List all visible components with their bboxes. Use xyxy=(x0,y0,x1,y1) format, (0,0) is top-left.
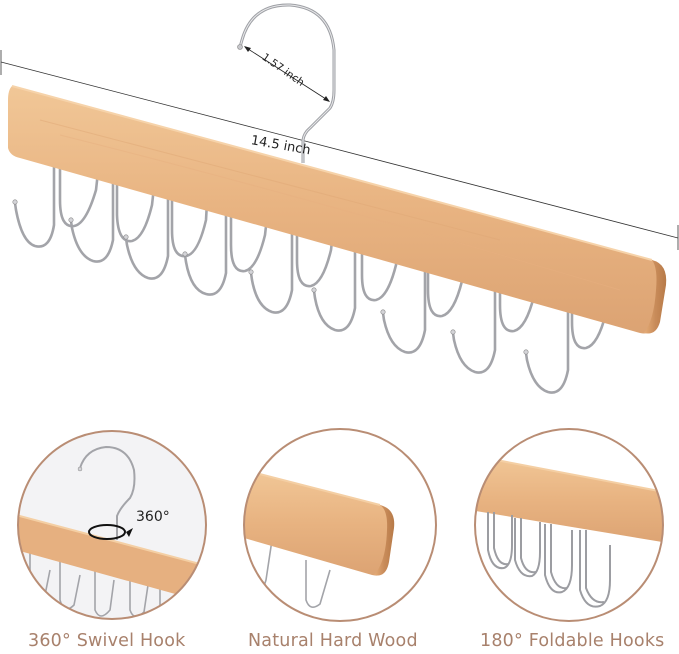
wooden-bar xyxy=(8,85,667,334)
swivel-rotation-label: 360° xyxy=(136,509,170,525)
accessory-hooks xyxy=(13,156,610,394)
feature-caption-swivel-hook: 360° Swivel Hook xyxy=(28,631,186,651)
hook-opening-dimension-arrow xyxy=(244,46,330,102)
length-dimension-line xyxy=(0,50,679,250)
feature-caption-natural-wood: Natural Hard Wood xyxy=(248,631,418,651)
feature-circle-foldable-hooks xyxy=(474,428,664,622)
feature-circle-natural-wood xyxy=(243,428,437,622)
feature-circle-swivel-hook xyxy=(17,430,207,620)
feature-caption-foldable-hooks: 180° Foldable Hooks xyxy=(480,631,665,651)
